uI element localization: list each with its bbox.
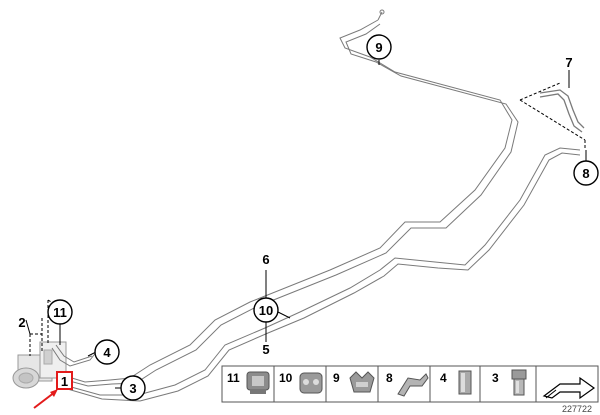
callout-1-highlight: 1: [56, 371, 73, 390]
clip-10-icon: [299, 372, 323, 394]
callout-7: 7: [565, 55, 572, 70]
strip-cell-9: 9: [325, 365, 379, 403]
leader-lines: [25, 60, 587, 389]
strip-cell-10: 10: [273, 365, 327, 403]
svg-text:7: 7: [565, 55, 572, 70]
nut-3-icon: [511, 369, 527, 396]
callout-2: 2: [18, 315, 25, 330]
svg-text:10: 10: [279, 371, 293, 385]
svg-text:6: 6: [262, 252, 269, 267]
bracket-8-icon: [397, 373, 429, 397]
svg-text:2: 2: [18, 315, 25, 330]
clip-9-icon: [349, 371, 375, 393]
pipe-end-top: [377, 9, 385, 21]
parts-strip: 11 10 9: [221, 365, 599, 403]
svg-text:11: 11: [227, 371, 240, 385]
svg-text:8: 8: [582, 166, 589, 181]
arrow-pointer-red: [33, 389, 58, 409]
nut-4-icon: [458, 370, 472, 395]
callout-11: 11: [47, 299, 73, 325]
svg-text:4: 4: [440, 371, 447, 385]
svg-text:5: 5: [262, 342, 269, 357]
callout-8: 8: [573, 160, 599, 186]
callout-3: 3: [120, 375, 146, 401]
strip-cell-3: 3: [479, 365, 537, 403]
strip-cell-4: 4: [429, 365, 481, 403]
brake-line-lower: [137, 147, 581, 402]
reference-number: 227722: [562, 404, 592, 414]
svg-text:9: 9: [333, 371, 340, 385]
hose-bracket-7: [519, 82, 586, 148]
svg-text:3: 3: [492, 371, 499, 385]
svg-text:10: 10: [259, 303, 273, 318]
brake-hose: [539, 89, 585, 133]
strip-cell-arrow: [535, 365, 599, 403]
svg-text:9: 9: [375, 40, 382, 55]
callout-4: 4: [94, 339, 120, 365]
brake-line-upper: [129, 19, 519, 384]
svg-text:1: 1: [61, 374, 68, 389]
callout-6: 6: [262, 252, 269, 267]
svg-text:4: 4: [103, 345, 111, 360]
svg-text:11: 11: [53, 305, 67, 320]
clip-11-icon: [246, 371, 270, 394]
callout-10: 10: [253, 297, 279, 323]
svg-text:8: 8: [386, 371, 393, 385]
svg-text:3: 3: [129, 381, 136, 396]
callout-5: 5: [262, 342, 269, 357]
tool-arrow-icon: [542, 376, 596, 400]
callout-9: 9: [366, 34, 392, 60]
